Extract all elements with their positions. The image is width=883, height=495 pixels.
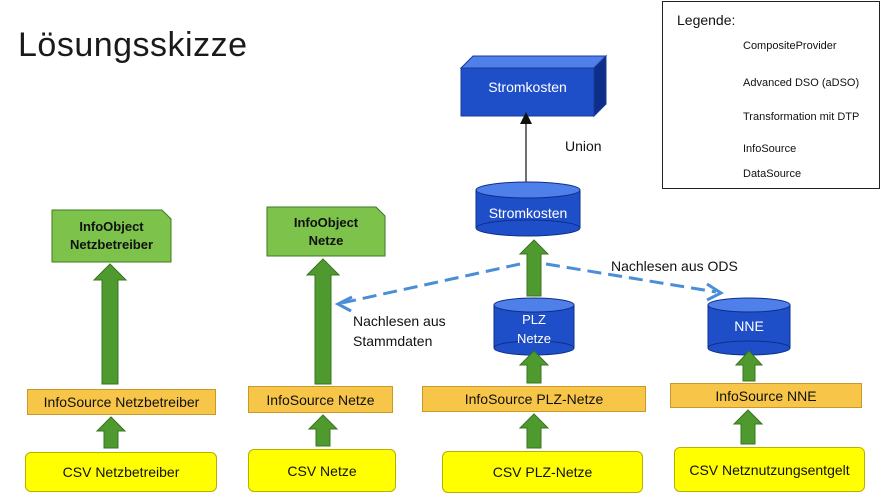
- infosource-netzbetreiber[interactable]: InfoSource Netzbetreiber: [27, 389, 216, 415]
- infosource-nne[interactable]: InfoSource NNE: [670, 383, 862, 408]
- adso-plz-netze[interactable]: [493, 297, 575, 356]
- infosource-plz-netze[interactable]: InfoSource PLZ-Netze: [422, 386, 646, 412]
- adso-plz-label-line2: Netze: [517, 331, 551, 346]
- lookup-dashed-lines: [341, 262, 717, 305]
- legend-label-transformation: Transformation mit DTP: [743, 111, 860, 123]
- adso-stromkosten[interactable]: [475, 181, 581, 237]
- note-nachlesen-ods: Nachlesen aus ODS: [611, 258, 738, 274]
- legend: Legende: CompositeProvider Advanced DSO …: [662, 1, 880, 189]
- infosource-netze[interactable]: InfoSource Netze: [248, 386, 393, 413]
- datasource-csv-netzbetreiber[interactable]: CSV Netzbetreiber: [25, 452, 217, 492]
- note-nachlesen-stamm-line1: Nachlesen aus: [353, 313, 446, 329]
- union-label: Union: [565, 138, 602, 154]
- datasource-csv-plz-netze[interactable]: CSV PLZ-Netze: [442, 451, 643, 493]
- lookup-arrowhead-left: [334, 295, 353, 313]
- note-nachlesen-stamm-line2: Stammdaten: [353, 333, 433, 349]
- legend-label-compositeprovider: CompositeProvider: [743, 40, 837, 52]
- datasource-csv-netznutzungsentgelt[interactable]: CSV Netznutzungsentgelt: [674, 447, 865, 492]
- lookup-arrowhead-right: [706, 282, 725, 302]
- page-title: Lösungsskizze: [18, 26, 248, 64]
- adso-plz-label-line1: PLZ: [522, 312, 546, 327]
- legend-label-adso: Advanced DSO (aDSO): [743, 77, 860, 89]
- infoobject-netzbetreiber-line1: InfoObject: [79, 219, 144, 234]
- datasource-csv-netze[interactable]: CSV Netze: [248, 449, 396, 492]
- legend-title: Legende:: [677, 12, 736, 28]
- infoobject-netze-line2: Netze: [308, 233, 344, 248]
- infoobject-netzbetreiber-line2: Netzbetreiber: [69, 237, 154, 252]
- adso-stromkosten-label: Stromkosten: [488, 205, 568, 221]
- composite-provider-label: Stromkosten: [488, 79, 567, 95]
- infoobject-netze[interactable]: [266, 206, 386, 257]
- infoobject-netze-line1: InfoObject: [293, 215, 359, 230]
- transformation-arrow: [92, 239, 764, 449]
- legend-label-datasource: DataSource: [743, 168, 802, 180]
- legend-label-infosource: InfoSource: [743, 143, 797, 155]
- adso-nne[interactable]: [707, 297, 791, 356]
- infoobject-netzbetreiber[interactable]: [51, 209, 172, 263]
- adso-nne-label: NNE: [734, 318, 764, 334]
